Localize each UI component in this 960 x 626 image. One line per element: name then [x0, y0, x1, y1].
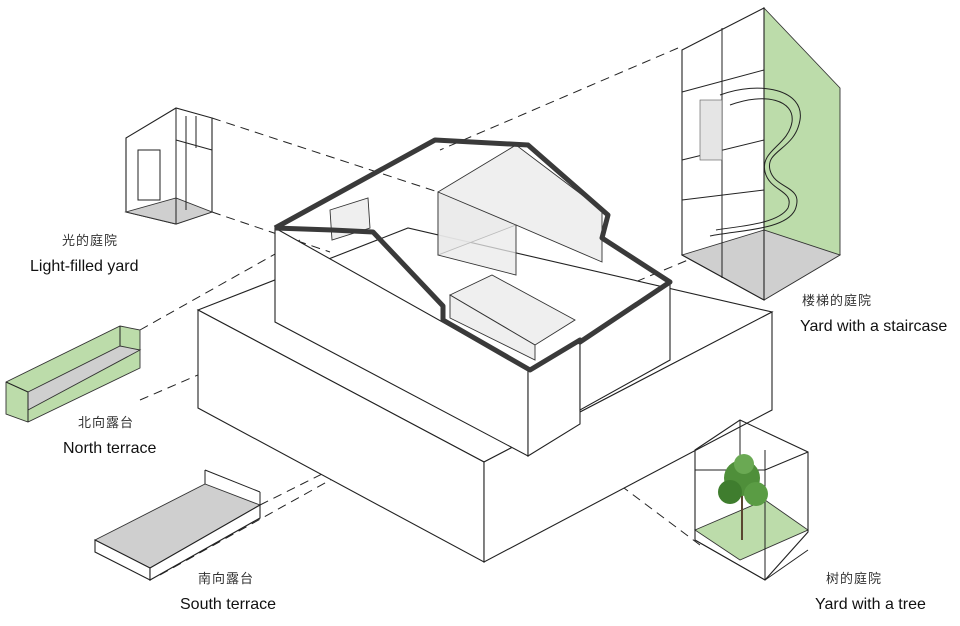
- north-terrace-model: [5, 325, 142, 423]
- base-right-face: [483, 311, 773, 563]
- light-yard-label-en: Light-filled yard: [30, 258, 139, 275]
- tree-yard-label-en: Yard with a tree: [815, 596, 926, 613]
- south-terrace-model: [94, 469, 262, 581]
- south-terrace-label-zh: 南向露台: [198, 572, 255, 587]
- tree-yard-label-zh: 树的庭院: [826, 572, 883, 587]
- south-terrace-label-en: South terrace: [180, 596, 277, 613]
- tree-yard-model: [694, 419, 809, 581]
- light-yard-model: [124, 107, 214, 225]
- north-terrace-label-zh: 北向露台: [78, 416, 135, 431]
- roof-outline: [273, 137, 673, 373]
- north-terrace-label-en: North terrace: [63, 440, 157, 457]
- inner-court-front: [437, 191, 517, 276]
- inner-court-small-front: [449, 294, 536, 361]
- staircase-yard-model: [680, 6, 842, 301]
- staircase-yard-label-zh: 楼梯的庭院: [802, 294, 873, 309]
- staircase-yard-label-en: Yard with a staircase: [800, 318, 948, 335]
- main-building: [196, 137, 774, 563]
- light-yard-label-zh: 光的庭院: [62, 234, 119, 249]
